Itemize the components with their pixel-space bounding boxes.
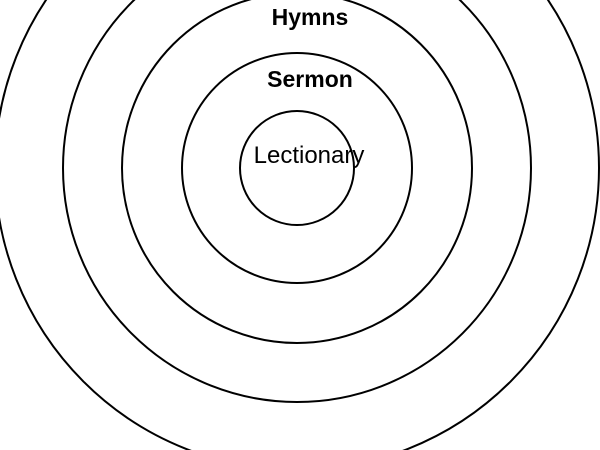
ring-4 xyxy=(62,0,532,403)
ring-2-sermon xyxy=(181,52,413,284)
hymns-label: Hymns xyxy=(272,4,349,30)
sermon-label: Sermon xyxy=(267,66,353,92)
lectionary-label: Lectionary xyxy=(254,142,365,169)
ring-3-hymns xyxy=(121,0,473,344)
ring-1-lectionary xyxy=(239,110,355,226)
